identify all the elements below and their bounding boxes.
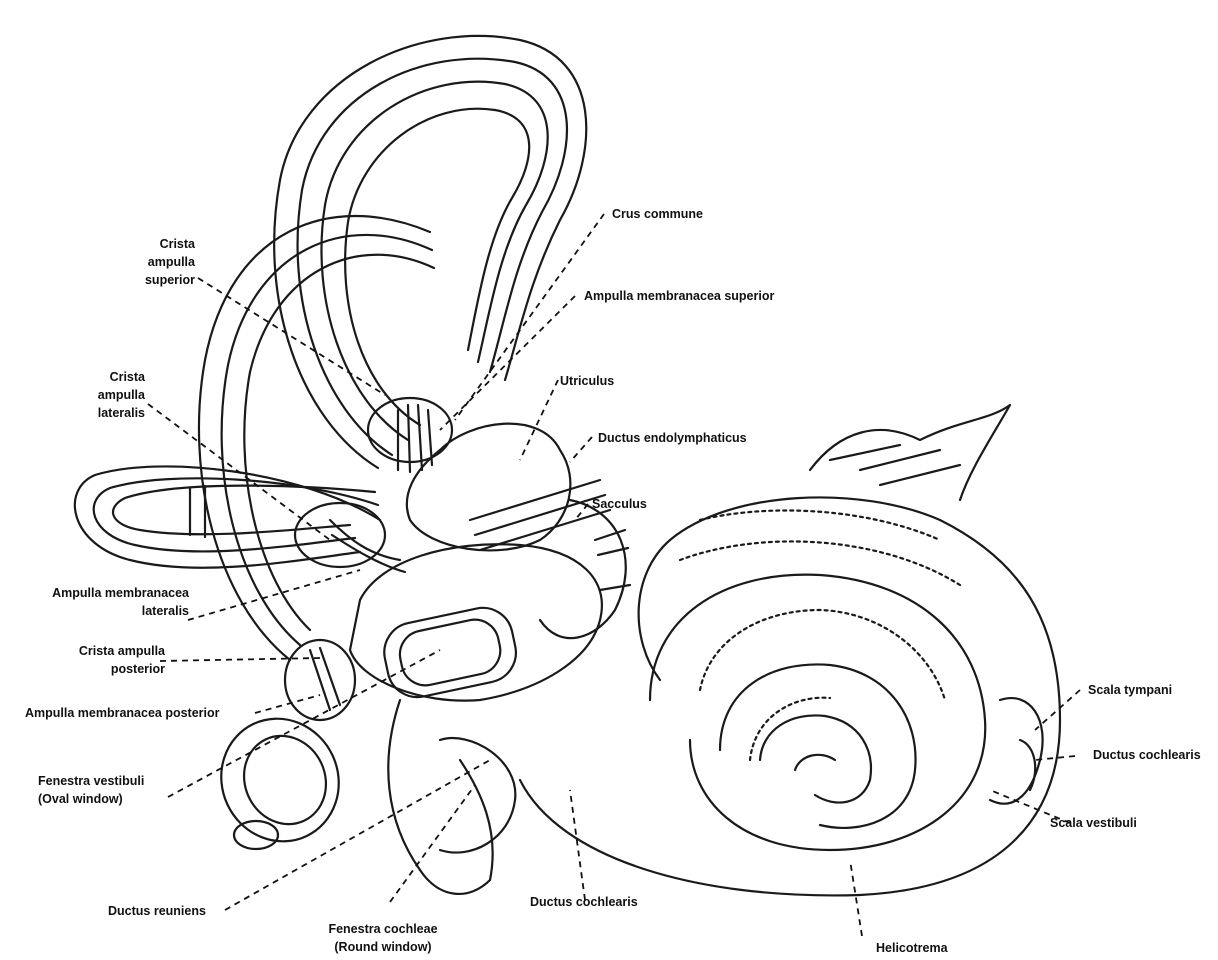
label-fenestra-cochleae: Fenestra cochleae (Round window)	[318, 920, 448, 956]
label-scala-tympani: Scala tympani	[1088, 681, 1172, 699]
cochlea	[520, 497, 1060, 895]
label-ductus-reuniens: Ductus reuniens	[108, 902, 206, 920]
label-utriculus: Utriculus	[560, 372, 614, 390]
label-scala-vestibuli: Scala vestibuli	[1050, 814, 1137, 832]
ductus-cochlearis-right-detail	[990, 698, 1043, 804]
utriculus-body	[350, 424, 602, 701]
label-ductus-cochlearis-bottom: Ductus cochlearis	[530, 893, 638, 911]
label-ductus-endolymphaticus: Ductus endolymphaticus	[598, 429, 747, 447]
label-ampulla-membranacea-superior: Ampulla membranacea superior	[584, 287, 774, 305]
label-helicotrema: Helicotrema	[876, 939, 948, 957]
label-ampulla-membranacea-posterior: Ampulla membranacea posterior	[25, 704, 220, 722]
label-ampulla-membranacea-lateralis: Ampulla membranacea lateralis	[4, 584, 189, 620]
label-sacculus: Sacculus	[592, 495, 647, 513]
lateral-semicircular-canal	[75, 466, 380, 567]
oval-window-footplate	[201, 699, 359, 860]
superior-semicircular-canal	[274, 36, 586, 468]
label-crus-commune: Crus commune	[612, 205, 703, 223]
window-region	[379, 602, 522, 894]
label-crista-ampulla-lateralis: Crista ampulla lateralis	[60, 368, 145, 422]
label-crista-ampulla-superior: Crista ampulla superior	[110, 235, 195, 289]
label-fenestra-vestibuli: Fenestra vestibuli (Oval window)	[38, 772, 144, 808]
label-ductus-cochlearis-right: Ductus cochlearis	[1093, 746, 1201, 764]
cochlea-apex-tissue	[810, 405, 1010, 500]
label-crista-ampulla-posterior: Crista ampulla posterior	[30, 642, 165, 678]
